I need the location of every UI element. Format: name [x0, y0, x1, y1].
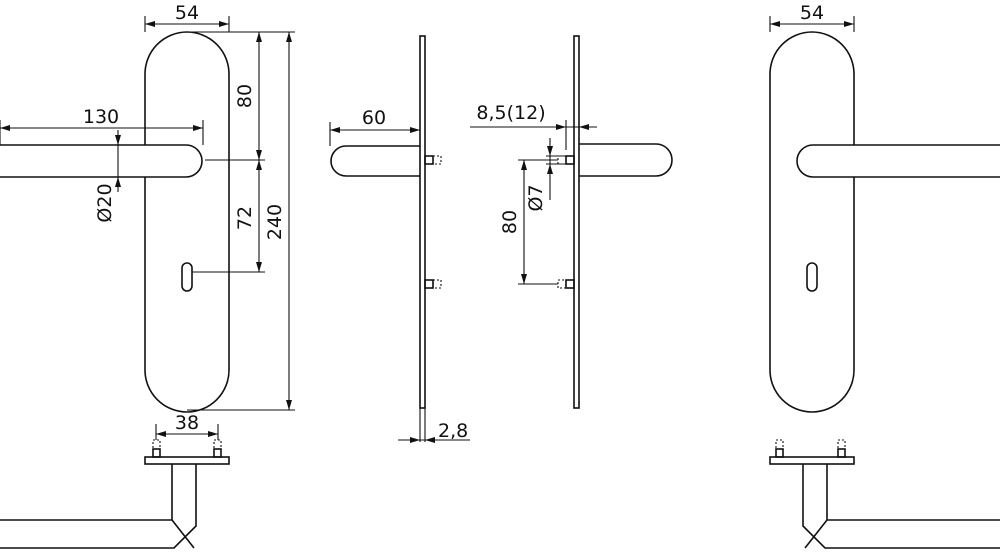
backplate-left — [144, 31, 230, 413]
side-view-1: 60 2,8 — [329, 35, 470, 443]
dim-pin-spacing: 38 — [175, 412, 199, 434]
dim-screw-diameter: Ø7 — [525, 184, 547, 211]
handle-lever-left — [0, 144, 203, 178]
dim-plate-thickness: 2,8 — [438, 420, 468, 442]
dim-plate-height: 240 — [264, 204, 286, 240]
dim-plate-width-left: 54 — [175, 2, 199, 24]
keyhole-right — [806, 262, 818, 292]
plate-edge-left — [144, 456, 230, 465]
handle-top-view-right — [802, 464, 1000, 549]
dim-screw-spacing: 80 — [499, 210, 521, 234]
keyhole-left — [181, 262, 193, 292]
bottom-view-right — [769, 439, 1000, 549]
dim-plate-width-right: 54 — [800, 2, 824, 24]
backplate-side-2 — [573, 35, 580, 409]
dim-spindle-offset: 8,5(12) — [476, 102, 545, 124]
dim-handle-diameter: Ø20 — [94, 183, 116, 222]
handle-lever-right — [796, 144, 1000, 178]
dim-handle-to-keyhole: 72 — [234, 206, 256, 230]
front-view-left: 54 130 Ø20 80 72 240 — [0, 2, 295, 413]
dim-top-to-handle: 80 — [234, 84, 256, 108]
dim-handle-projection: 60 — [362, 107, 386, 129]
plate-edge-right — [769, 456, 855, 465]
backplate-right — [769, 31, 855, 413]
backplate-side-1 — [419, 35, 426, 409]
pin-left-b — [213, 448, 222, 458]
front-view-right: 54 — [769, 2, 1000, 413]
dim-handle-length: 130 — [83, 106, 119, 128]
handle-side-2 — [579, 143, 673, 177]
bottom-view-left: 38 — [0, 412, 230, 549]
side-view-2: 8,5(12) Ø7 80 — [470, 35, 673, 409]
handle-side-1 — [330, 145, 420, 177]
pin-left-a — [152, 448, 161, 458]
handle-top-view-left — [0, 464, 197, 549]
